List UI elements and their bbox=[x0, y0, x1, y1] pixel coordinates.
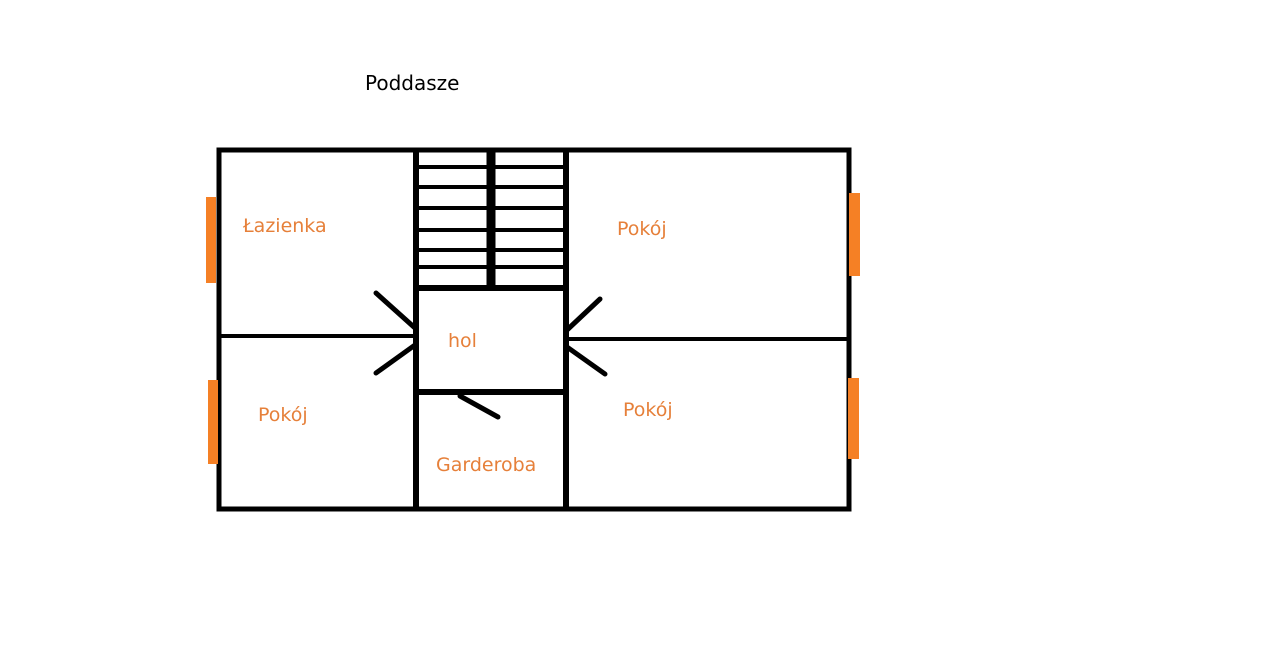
room-label-garderoba: Garderoba bbox=[436, 454, 536, 476]
door-pokoj-bottom-right bbox=[564, 344, 608, 377]
plan-title: Poddasze bbox=[365, 71, 459, 95]
room-label-pokoj-bottom-right: Pokój bbox=[623, 399, 673, 421]
doors bbox=[373, 290, 608, 420]
door-pokoj-top-right bbox=[564, 296, 603, 333]
door-pokoj-bottom-left bbox=[373, 342, 418, 376]
window-pokoj-bottom-right bbox=[848, 378, 859, 459]
door-garderoba bbox=[457, 393, 501, 420]
room-label-hol: hol bbox=[448, 330, 477, 352]
window-pokoj-top-right bbox=[849, 193, 860, 276]
windows bbox=[206, 193, 860, 464]
window-lazienka bbox=[206, 197, 216, 283]
room-label-lazienka: Łazienka bbox=[242, 215, 327, 237]
room-labels: Łazienka Pokój hol Pokój Pokój Garderoba bbox=[242, 215, 673, 476]
door-lazienka bbox=[373, 290, 418, 331]
room-label-pokoj-top-right: Pokój bbox=[617, 218, 667, 240]
outer-wall bbox=[216, 147, 852, 512]
room-label-pokoj-bottom-left: Pokój bbox=[258, 404, 308, 426]
stairs bbox=[416, 150, 566, 288]
window-pokoj-bottom-left bbox=[208, 380, 218, 464]
stair-steps bbox=[416, 165, 566, 269]
